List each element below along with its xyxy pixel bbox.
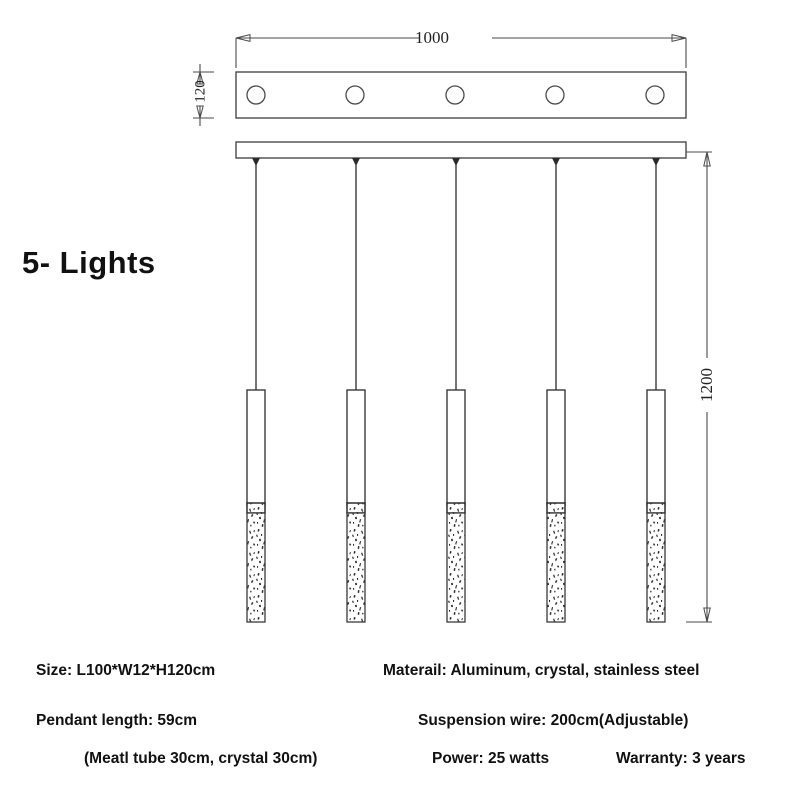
plate-hole <box>645 85 665 105</box>
plate-hole <box>345 85 365 105</box>
plate-hole <box>545 85 565 105</box>
suspension-wire <box>552 158 560 390</box>
spec-pendant-length: Pendant length: 59cm <box>36 712 198 729</box>
plate-hole <box>246 85 266 105</box>
dimension-label-drop-height: 1200 <box>697 368 716 402</box>
top-dimension-1000 <box>235 33 687 68</box>
pendant-light <box>446 389 466 623</box>
suspension-wire <box>452 158 460 390</box>
dimension-label-plate-height: 120 <box>192 80 209 103</box>
spec-warranty: Warranty: 3 years <box>616 750 746 767</box>
right-dimension-1200 <box>686 151 712 623</box>
suspension-wire <box>352 158 360 390</box>
mounting-bar-side-view <box>235 141 687 159</box>
pendant-lights <box>246 389 666 623</box>
spec-pendant-breakdown: (Meatl tube 30cm, crystal 30cm) <box>84 750 318 767</box>
left-dimension-120 <box>193 64 214 126</box>
mounting-plate-top-view <box>235 71 687 119</box>
pendant-light <box>646 389 666 623</box>
spec-material: Materail: Aluminum, crystal, stainless s… <box>383 662 700 679</box>
pendant-light <box>546 389 566 623</box>
spec-size: Size: L100*W12*H120cm <box>36 662 216 679</box>
suspension-wires <box>252 158 660 390</box>
pendant-light <box>346 389 366 623</box>
suspension-wire <box>652 158 660 390</box>
suspension-wire <box>252 158 260 390</box>
spec-suspension-wire: Suspension wire: 200cm(Adjustable) <box>418 712 689 729</box>
plate-hole <box>445 85 465 105</box>
page-title: 5- Lights <box>22 245 156 280</box>
dimension-label-width: 1000 <box>415 28 449 47</box>
pendant-light <box>246 389 266 623</box>
spec-power: Power: 25 watts <box>432 750 550 767</box>
